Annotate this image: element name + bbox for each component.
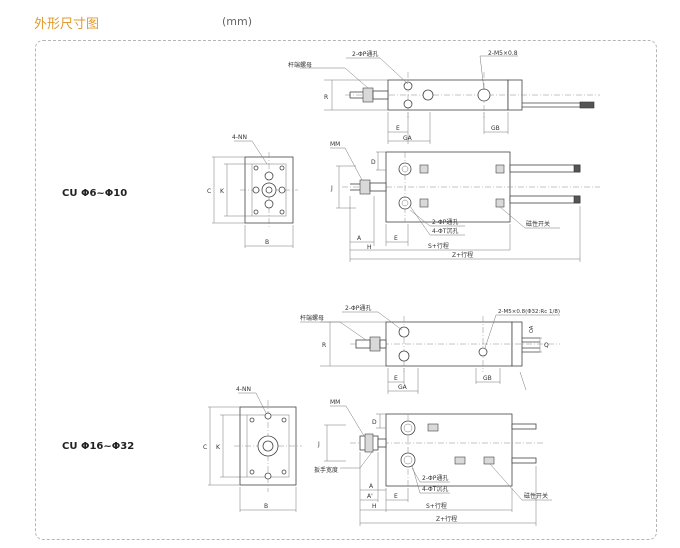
front-view-small bbox=[330, 147, 600, 262]
label-stroke-2: S+行程 bbox=[426, 502, 447, 510]
label-counterbore-2: 4-ΦT沉孔 bbox=[422, 485, 448, 493]
label-z-stroke-1: Z+行程 bbox=[452, 251, 473, 259]
dim-A1-2: A' bbox=[367, 493, 373, 500]
label-thru-hole-1b: 2-ΦP通孔 bbox=[432, 218, 458, 226]
dim-OA-2: OA bbox=[529, 325, 535, 333]
dim-K-2: K bbox=[216, 444, 221, 451]
dim-E-2: E bbox=[394, 375, 398, 382]
label-thru-hole-2: 2-ΦP通孔 bbox=[345, 304, 371, 312]
dim-Q-2: Q bbox=[544, 342, 549, 349]
unit-label: (mm) bbox=[222, 15, 253, 28]
label-switch-1: 磁性开关 bbox=[526, 220, 550, 228]
dim-A-2: A bbox=[369, 483, 374, 490]
end-view-small bbox=[212, 140, 298, 248]
label-counterbore-1: 4-ΦT沉孔 bbox=[432, 227, 458, 235]
label-switch-2: 磁性开关 bbox=[524, 492, 548, 500]
top-view-small bbox=[300, 55, 600, 144]
label-port-2: 2-M5×0.8(Φ32:Rc 1/8) bbox=[498, 309, 560, 315]
dim-A-1: A bbox=[357, 235, 362, 242]
dim-H-2: H bbox=[372, 503, 377, 510]
dim-B-2: B bbox=[264, 503, 268, 510]
dim-GA-1: GA bbox=[403, 135, 413, 142]
end-view-large bbox=[208, 392, 302, 512]
label-wrench: 扳手宽度 bbox=[314, 466, 338, 474]
dim-J-2: J bbox=[317, 441, 320, 448]
label-thru-hole-2b: 2-ΦP通孔 bbox=[422, 474, 448, 482]
dim-C-2: C bbox=[203, 444, 207, 451]
drawing-frame bbox=[35, 40, 657, 540]
label-z-stroke-2: Z+行程 bbox=[436, 515, 457, 523]
dim-K-1: K bbox=[220, 188, 225, 195]
label-thru-hole-1: 2-ΦP通孔 bbox=[352, 50, 378, 58]
model-label-small: CU Φ6~Φ10 bbox=[62, 188, 128, 199]
dim-C-1: C bbox=[207, 188, 211, 195]
dim-GB-2: GB bbox=[483, 375, 492, 382]
dim-GA-2: GA bbox=[398, 384, 408, 391]
dim-R-1: R bbox=[324, 94, 328, 101]
model-label-large: CU Φ16~Φ32 bbox=[62, 441, 135, 452]
label-port-1: 2-M5×0.8 bbox=[488, 50, 518, 57]
label-rod-nut-1: 杆端螺母 bbox=[288, 61, 312, 69]
label-mm-2: MM bbox=[330, 399, 340, 406]
dim-B-1: B bbox=[265, 239, 269, 246]
dim-D-1: D bbox=[371, 159, 376, 166]
dim-E-2b: E bbox=[394, 493, 398, 500]
label-mm-1: MM bbox=[330, 141, 340, 148]
front-view-large bbox=[324, 405, 552, 526]
dim-D-2: D bbox=[372, 419, 377, 426]
label-stroke-1: S+行程 bbox=[428, 242, 449, 250]
dim-E-1: E bbox=[396, 125, 400, 132]
dim-H-1: H bbox=[367, 244, 372, 251]
dim-E-1b: E bbox=[394, 235, 398, 242]
dim-R-2: R bbox=[322, 342, 326, 349]
label-nn-2: 4-NN bbox=[236, 386, 251, 393]
label-nn-1: 4-NN bbox=[232, 134, 247, 141]
label-rod-nut-2: 杆端螺母 bbox=[300, 314, 324, 322]
dim-GB-1: GB bbox=[491, 125, 500, 132]
top-view-large bbox=[300, 311, 560, 394]
dim-J-1: J bbox=[330, 185, 333, 192]
page-title: 外形尺寸图 bbox=[34, 17, 100, 32]
